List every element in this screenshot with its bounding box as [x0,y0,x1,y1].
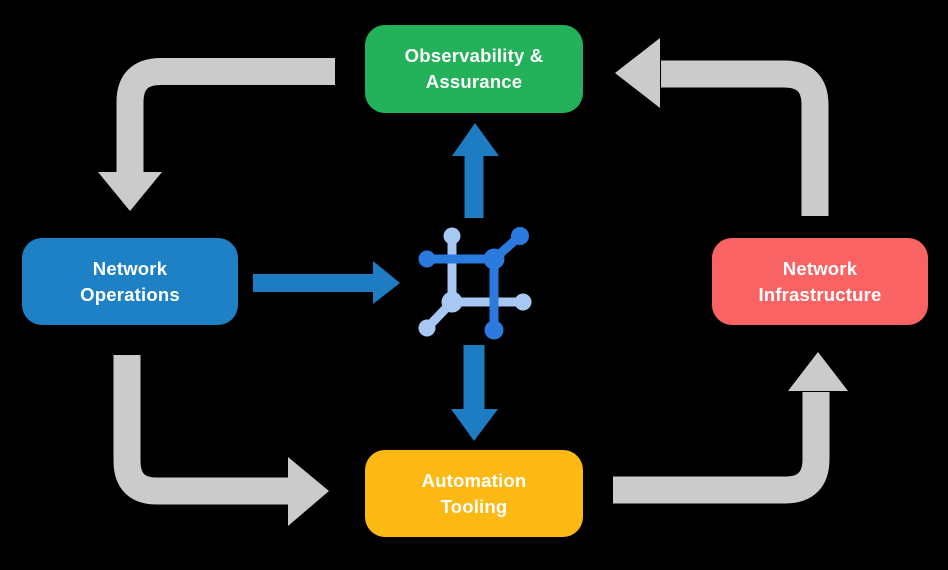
node-observability-label: Observability & Assurance [404,45,544,92]
node-infrastructure-label: Network Infrastructure [758,257,882,305]
arrow-operations-to-center [253,261,400,304]
arrow-operations-to-automation [113,355,329,526]
node-automation-tooling: Automation Tooling [365,450,583,537]
node-automation-label: Automation Tooling [421,469,527,517]
network-mesh-icon [418,227,532,340]
node-network-operations: Network Operations [22,238,238,325]
arrow-center-to-observability [452,123,499,218]
arrow-infrastructure-to-observability [615,38,829,216]
arrow-center-to-automation [451,345,498,441]
arrow-observability-to-operations [98,58,335,211]
node-operations-label: Network Operations [80,257,180,305]
node-network-infrastructure: Network Infrastructure [712,238,928,325]
node-observability-assurance: Observability & Assurance [365,25,583,113]
arrow-automation-to-infrastructure [613,352,848,504]
